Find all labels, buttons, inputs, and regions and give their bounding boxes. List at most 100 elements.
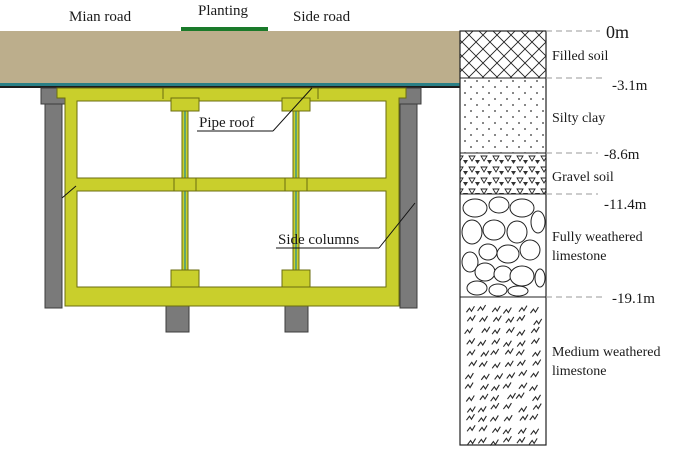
boulder-mark bbox=[509, 265, 535, 287]
boulder-mark bbox=[519, 239, 541, 261]
depth-marker-3: -11.4m bbox=[604, 197, 647, 213]
side-column-right bbox=[395, 87, 422, 309]
fracture-mark bbox=[466, 315, 476, 322]
fracture-mark bbox=[468, 360, 478, 367]
fracture-mark bbox=[532, 403, 542, 410]
fracture-mark bbox=[491, 362, 501, 369]
fracture-mark bbox=[529, 413, 539, 421]
fracture-mark bbox=[466, 413, 475, 421]
fracture-mark bbox=[466, 406, 476, 413]
fracture-mark bbox=[528, 438, 538, 445]
fracture-mark bbox=[490, 394, 500, 402]
fracture-mark bbox=[516, 329, 526, 337]
boulder-mark bbox=[482, 219, 506, 241]
fracture-mark bbox=[477, 304, 487, 312]
boulder-mark bbox=[493, 265, 513, 283]
fracture-mark bbox=[507, 392, 516, 400]
fracture-mark bbox=[519, 414, 529, 421]
fracture-mark bbox=[477, 415, 487, 423]
fracture-mark bbox=[502, 340, 512, 348]
fracture-mark bbox=[518, 382, 528, 390]
fracture-mark bbox=[467, 438, 477, 445]
depth-markers: 0m -3.1m -8.6m -11.4m -19.1m bbox=[546, 22, 655, 307]
depth-marker-4: -19.1m bbox=[612, 291, 655, 307]
fracture-mark bbox=[518, 369, 528, 377]
fracture-mark bbox=[480, 350, 490, 357]
stratum-name-medium-weathered: Medium weathered bbox=[552, 345, 660, 360]
fracture-mark bbox=[489, 439, 499, 446]
stratum-name-fully-weathered-line2: limestone bbox=[552, 249, 606, 264]
underground-box-structure bbox=[56, 87, 407, 307]
stratum-fully-weathered-limestone bbox=[460, 194, 546, 297]
side-columns-label: Side columns bbox=[278, 232, 359, 248]
borehole-soil-column bbox=[459, 30, 547, 446]
fracture-mark bbox=[515, 349, 525, 356]
main-road-label: Mian road bbox=[69, 9, 132, 25]
fracture-mark bbox=[516, 359, 526, 367]
fracture-mark bbox=[502, 382, 512, 389]
fracture-mark bbox=[466, 349, 476, 356]
fracture-mark bbox=[529, 306, 539, 314]
fracture-mark bbox=[530, 371, 540, 378]
fracture-mark bbox=[464, 327, 474, 335]
fracture-mark bbox=[477, 406, 487, 413]
fracture-mark bbox=[502, 402, 512, 410]
fracture-mark bbox=[464, 382, 474, 389]
side-columns-callout: Side columns bbox=[61, 185, 416, 249]
fracture-mark bbox=[518, 305, 528, 312]
boulder-mark bbox=[466, 280, 488, 296]
fracture-mark bbox=[531, 350, 541, 357]
fracture-mark bbox=[481, 326, 491, 334]
fracture-mark bbox=[491, 327, 501, 335]
fracture-mark bbox=[517, 427, 527, 435]
fracture-mark bbox=[478, 425, 488, 432]
depth-marker-1: -3.1m bbox=[612, 78, 648, 94]
stratum-name-gravel-soil: Gravel soil bbox=[552, 170, 614, 185]
stratum-name-filled-soil: Filled soil bbox=[552, 49, 609, 64]
stratum-gravel-soil bbox=[460, 153, 546, 194]
fracture-mark bbox=[530, 428, 540, 436]
fracture-mark bbox=[491, 305, 501, 313]
stratum-medium-weathered-limestone bbox=[460, 297, 546, 446]
fracture-mark bbox=[464, 372, 474, 380]
depth-marker-2: -8.6m bbox=[604, 147, 640, 163]
fracture-mark bbox=[479, 393, 489, 401]
boulder-mark bbox=[461, 219, 483, 245]
fracture-mark bbox=[529, 384, 538, 392]
stratum-silty-clay bbox=[460, 78, 546, 153]
fracture-mark bbox=[518, 406, 528, 413]
boulder-mark bbox=[462, 198, 488, 218]
fracture-mark bbox=[502, 427, 512, 435]
fracture-mark bbox=[477, 437, 487, 444]
fracture-mark bbox=[477, 339, 487, 347]
boulder-mark bbox=[507, 285, 529, 297]
stratum-name-silty-clay: Silty clay bbox=[552, 111, 605, 126]
fracture-mark bbox=[516, 340, 526, 347]
fracture-mark bbox=[516, 436, 526, 444]
ground-surface-layer bbox=[0, 27, 460, 88]
roof-slab-line bbox=[0, 83, 460, 86]
fracture-mark bbox=[466, 305, 475, 313]
boulder-mark bbox=[506, 220, 528, 244]
stratum-name-fully-weathered: Fully weathered bbox=[552, 230, 643, 245]
fracture-mark bbox=[503, 414, 513, 422]
fracture-mark bbox=[504, 360, 514, 368]
planting-strip bbox=[181, 27, 268, 31]
fracture-mark bbox=[530, 337, 540, 345]
roof-slab-edge bbox=[0, 86, 460, 88]
boulder-mark bbox=[509, 198, 535, 218]
fracture-mark bbox=[502, 435, 512, 443]
side-road-label: Side road bbox=[293, 9, 351, 25]
fracture-mark bbox=[490, 402, 500, 410]
fracture-mark bbox=[480, 373, 490, 381]
stratum-filled-soil bbox=[460, 31, 546, 78]
fracture-mark bbox=[516, 314, 526, 322]
fracture-mark bbox=[494, 373, 504, 380]
stratum-name-medium-weathered-line2: limestone bbox=[552, 364, 606, 379]
fracture-mark bbox=[505, 326, 515, 334]
boulder-mark bbox=[478, 243, 498, 261]
boulder-mark bbox=[488, 196, 510, 214]
fracture-mark bbox=[533, 318, 543, 326]
boulder-mark bbox=[474, 262, 496, 282]
